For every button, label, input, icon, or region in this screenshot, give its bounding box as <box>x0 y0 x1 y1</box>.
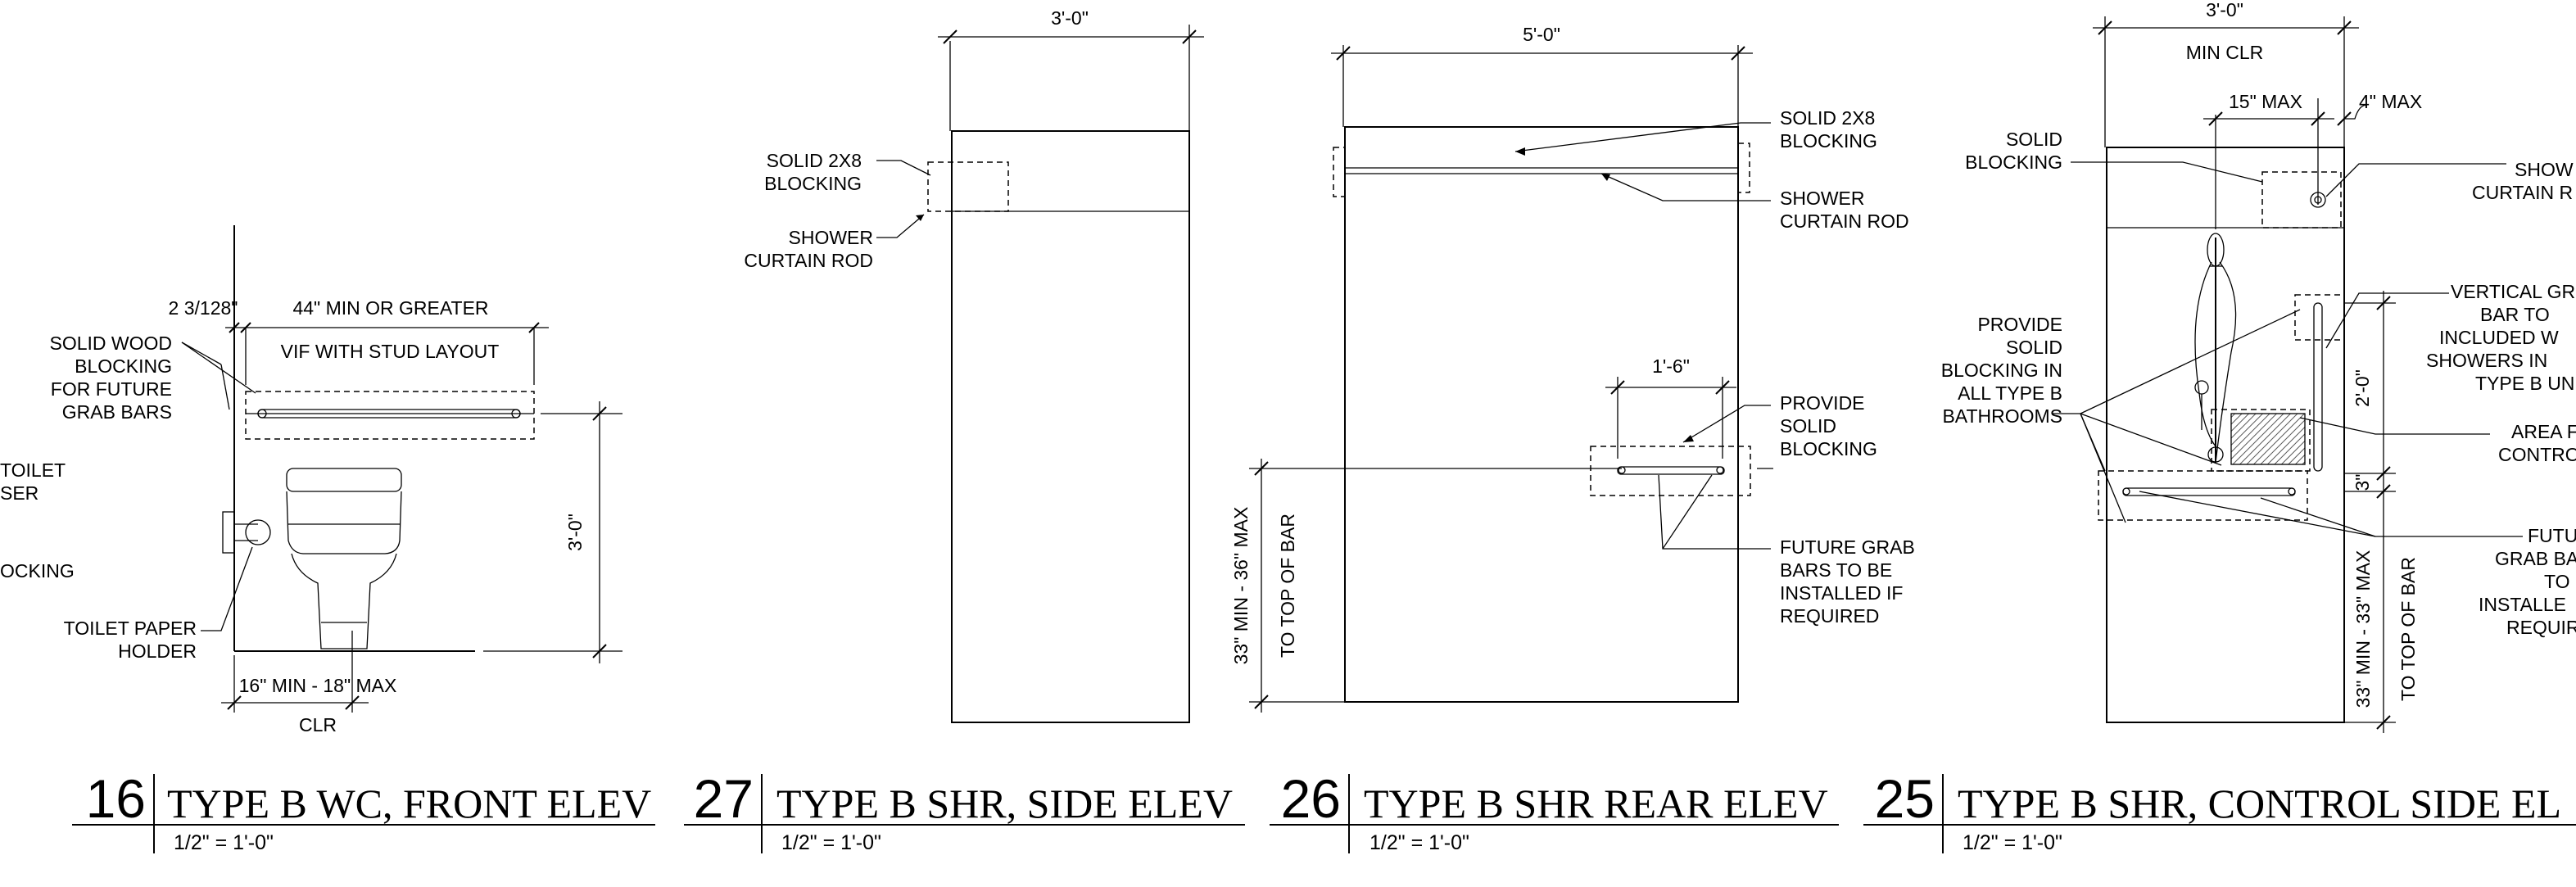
detail-25-vert-3: INCLUDED W <box>2439 327 2559 348</box>
detail-27-rod-1: SHOWER <box>789 227 874 248</box>
detail-25-future-2: GRAB BA <box>2495 548 2576 569</box>
detail-16-toilet-1: TOILET <box>0 459 66 481</box>
detail-26-rod-1: SHOWER <box>1780 188 1865 209</box>
detail-27-dim-width: 3'-0" <box>1051 7 1089 29</box>
detail-16-drawing <box>181 225 622 713</box>
detail-26-dim-width: 5'-0" <box>1523 24 1560 45</box>
title-block-26: 26 TYPE B SHR REAR ELEV 1/2" = 1'-0" <box>1270 768 1839 854</box>
detail-16-dim-side: 2 3/128" <box>169 297 238 319</box>
detail-26-blocking-1: SOLID 2X8 <box>1780 107 1875 129</box>
detail-25-solid-2: BLOCKING <box>1965 152 2062 173</box>
detail-25-vert-4: SHOWERS IN <box>2426 350 2547 371</box>
detail-25-area-2: CONTRO <box>2498 444 2576 465</box>
detail-26-provide-3: BLOCKING <box>1780 438 1877 459</box>
detail-26-blocking-2: BLOCKING <box>1780 130 1877 152</box>
detail-26-drawing <box>1249 45 1773 713</box>
detail-25-provide-1: PROVIDE <box>1977 314 2062 335</box>
detail-16-dim-height: 3'-0" <box>564 514 586 551</box>
detail-27-rod-2: CURTAIN ROD <box>744 250 873 271</box>
detail-25-scale: 1/2" = 1'-0" <box>1963 831 2062 854</box>
detail-25-solid-1: SOLID <box>2006 129 2062 150</box>
detail-25-future-1: FUTU <box>2528 525 2576 546</box>
detail-26-future-1: FUTURE GRAB <box>1780 536 1915 558</box>
detail-26-vert-dim: 33" MIN - 36" MAX <box>1230 507 1252 665</box>
detail-25-future-5: REQUIR <box>2506 617 2576 638</box>
detail-16-paper-2: HOLDER <box>118 640 197 662</box>
detail-26-dim-bar: 1'-6" <box>1652 355 1690 377</box>
title-block-25: 25 TYPE B SHR, CONTROL SIDE EL 1/2" = 1'… <box>1863 768 2576 854</box>
detail-25-rod-2: CURTAIN R <box>2472 182 2573 203</box>
detail-25-drawing <box>2052 16 2523 733</box>
detail-25-vert-dim: 33" MIN - 33" MAX <box>2352 550 2374 708</box>
detail-25-provide-5: BATHROOMS <box>1942 405 2062 427</box>
title-block-16: 16 TYPE B WC, FRONT ELEV 1/2" = 1'-0" <box>72 768 655 854</box>
detail-16-toilet-2: SER <box>0 482 38 504</box>
detail-16-dim-clr: 16" MIN - 18" MAX <box>239 675 397 696</box>
detail-25-future-4: INSTALLE <box>2479 594 2566 615</box>
detail-16-scale: 1/2" = 1'-0" <box>174 831 274 854</box>
detail-25-provide-2: SOLID <box>2006 337 2062 358</box>
detail-25-title: TYPE B SHR, CONTROL SIDE EL <box>1958 781 2561 826</box>
detail-27-blocking-2: BLOCKING <box>764 173 862 194</box>
detail-25-dim-width: 3'-0" <box>2206 0 2243 20</box>
detail-25-vert-5: TYPE B UN <box>2475 373 2574 394</box>
detail-25-provide-4: ALL TYPE B <box>1958 382 2062 404</box>
title-block-27: 27 TYPE B SHR, SIDE ELEV 1/2" = 1'-0" <box>684 768 1245 854</box>
detail-16-blocking-2: BLOCKING <box>75 355 172 377</box>
detail-16-clr: CLR <box>299 714 337 735</box>
detail-27-blocking-1: SOLID 2X8 <box>767 150 862 171</box>
detail-27-number: 27 <box>694 768 754 829</box>
detail-26-title: TYPE B SHR REAR ELEV <box>1364 781 1828 826</box>
detail-25-area-1: AREA F <box>2511 421 2576 442</box>
detail-25-number: 25 <box>1875 768 1935 829</box>
detail-25-future-3: TO <box>2544 571 2570 592</box>
detail-16-blocking-1: SOLID WOOD <box>49 333 172 354</box>
detail-25-vert-2: BAR TO <box>2480 304 2550 325</box>
detail-27-scale: 1/2" = 1'-0" <box>781 831 881 854</box>
detail-25-provide-3: BLOCKING IN <box>1941 360 2062 381</box>
detail-26-vert-dim2: TO TOP OF BAR <box>1277 514 1298 658</box>
detail-25-dim-4: 4" MAX <box>2359 91 2422 112</box>
detail-16-vif: VIF WITH STUD LAYOUT <box>281 341 500 362</box>
detail-25-vert-dim2: TO TOP OF BAR <box>2397 557 2419 701</box>
detail-26-rod-2: CURTAIN ROD <box>1780 210 1909 232</box>
detail-26-provide-1: PROVIDE <box>1780 392 1865 414</box>
detail-16-title: TYPE B WC, FRONT ELEV <box>167 781 651 826</box>
detail-27-title: TYPE B SHR, SIDE ELEV <box>776 781 1233 826</box>
detail-25-dim-2: 2'-0" <box>2352 369 2373 407</box>
detail-26-future-3: INSTALLED IF <box>1780 582 1903 604</box>
detail-16-paper-1: TOILET PAPER <box>64 618 197 639</box>
detail-25-rod-1: SHOW <box>2515 159 2574 180</box>
detail-16-dim-width: 44" MIN OR GREATER <box>292 297 488 319</box>
detail-26-provide-2: SOLID <box>1780 415 1836 437</box>
detail-25-dim-15: 15" MAX <box>2229 91 2302 112</box>
detail-25-min-clr: MIN CLR <box>2186 42 2264 63</box>
detail-26-future-2: BARS TO BE <box>1780 559 1892 581</box>
detail-16-cking: OCKING <box>0 560 75 582</box>
detail-26-number: 26 <box>1281 768 1341 829</box>
detail-25-vert-1: VERTICAL GR <box>2451 281 2575 302</box>
detail-16-number: 16 <box>86 768 146 829</box>
detail-26-scale: 1/2" = 1'-0" <box>1369 831 1469 854</box>
detail-16-blocking-4: GRAB BARS <box>62 401 172 423</box>
detail-26-future-4: REQUIRED <box>1780 605 1879 627</box>
detail-25-dim-3: 3" <box>2352 474 2373 491</box>
detail-27-drawing <box>876 25 1204 723</box>
detail-16-blocking-3: FOR FUTURE <box>51 378 172 400</box>
